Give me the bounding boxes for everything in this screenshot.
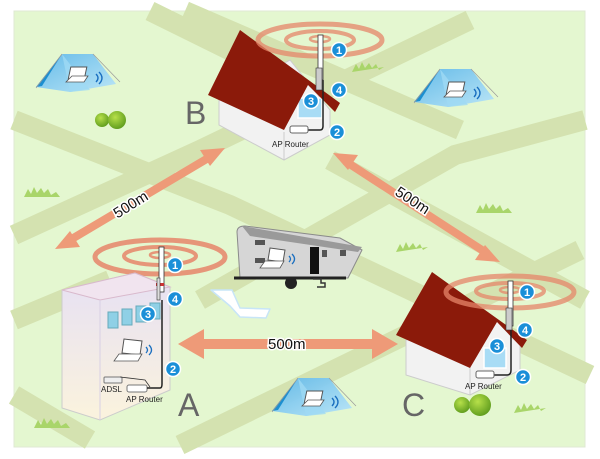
badge-3: 3 (302, 92, 320, 110)
antenna-cable (306, 80, 324, 131)
roof (208, 30, 340, 130)
grass-tufts (24, 62, 546, 428)
badges-site-a: 1 4 3 2 (139, 256, 184, 378)
ap-router-icon (475, 370, 495, 379)
badge-2: 2 (514, 368, 532, 386)
badge-1: 1 (330, 41, 348, 59)
lounge-chair (210, 289, 271, 319)
site-b-label: B (185, 95, 206, 131)
tent-top-left (35, 53, 121, 92)
arrow-b-c (333, 153, 500, 262)
badge-2: 2 (328, 123, 346, 141)
svg-text:2: 2 (520, 372, 526, 384)
badge-4: 4 (166, 290, 184, 308)
badge-3: 3 (139, 305, 157, 323)
distance-arrows (55, 148, 500, 359)
bush-site-c (454, 394, 491, 416)
bush-top-left (95, 111, 126, 129)
svg-text:3: 3 (308, 96, 314, 108)
arrow-a-b (55, 148, 225, 249)
badge-3: 3 (488, 337, 506, 355)
site-c-label: C (402, 387, 425, 423)
distance-label-a-c: 500m (268, 336, 306, 353)
tent-top-right (413, 68, 499, 107)
wifi-icon (331, 395, 339, 409)
adsl-label: ADSL (101, 385, 122, 394)
laptop-icon (301, 390, 325, 407)
badge-4: 4 (330, 81, 348, 99)
svg-text:2: 2 (334, 127, 340, 139)
svg-text:1: 1 (524, 287, 530, 299)
badge-4: 4 (516, 321, 534, 339)
ap-router-label: AP Router (126, 395, 163, 404)
wifi-icon (95, 71, 103, 85)
ap-router-icon (126, 384, 148, 393)
badge-2: 2 (164, 360, 182, 378)
svg-text:1: 1 (336, 45, 342, 57)
badges-site-b: 1 4 3 2 (302, 41, 348, 141)
laptop-icon (65, 66, 89, 83)
roof (396, 272, 527, 368)
svg-text:3: 3 (494, 341, 500, 353)
svg-text:4: 4 (522, 325, 529, 337)
antenna-icon (158, 246, 165, 293)
ap-router-icon (289, 125, 309, 134)
laptop-icon (113, 338, 143, 362)
svg-text:4: 4 (336, 85, 343, 97)
wifi-icon (473, 86, 481, 100)
badge-1: 1 (518, 283, 536, 301)
antenna-cable (147, 300, 163, 389)
adsl-modem-icon (103, 376, 123, 384)
arrow-a-c (178, 329, 398, 359)
wifi-icon (145, 344, 153, 356)
laptop-icon (443, 81, 467, 98)
svg-text:3: 3 (145, 309, 151, 321)
tent-bottom (271, 377, 357, 416)
svg-text:1: 1 (172, 260, 178, 272)
ap-router-label: AP Router (272, 140, 309, 149)
camper-trailer (234, 225, 363, 289)
badges-site-c: 1 4 3 2 (488, 283, 536, 386)
svg-text:2: 2 (170, 364, 176, 376)
ap-router-label: AP Router (465, 382, 502, 391)
site-a-label: A (178, 387, 200, 423)
badge-1: 1 (166, 256, 184, 274)
antenna-cable (493, 325, 512, 376)
laptop-icon (259, 247, 286, 269)
wifi-icon (288, 253, 296, 265)
svg-text:4: 4 (172, 294, 179, 306)
